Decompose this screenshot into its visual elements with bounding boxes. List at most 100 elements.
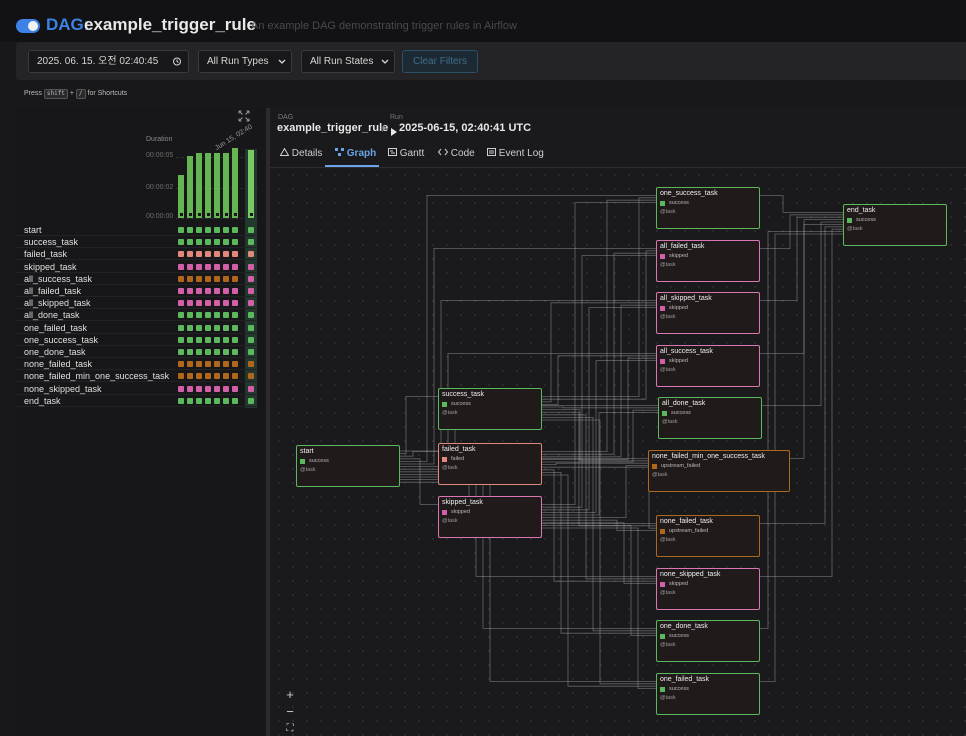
task-instance-cell[interactable] <box>196 263 202 270</box>
task-instance-cell[interactable] <box>187 263 193 270</box>
task-instance-cell[interactable] <box>187 349 193 355</box>
task-instance-cell[interactable] <box>178 239 184 246</box>
tab-event-log[interactable]: Event Log <box>487 148 544 159</box>
task-instance-cell[interactable] <box>196 397 202 404</box>
task-instance-cell[interactable] <box>214 239 220 246</box>
task-instance-cell[interactable] <box>223 263 229 270</box>
task-instance-cell[interactable] <box>232 336 238 343</box>
task-instance-cell[interactable] <box>196 288 202 294</box>
task-instance-cell[interactable] <box>214 324 220 331</box>
task-instance-cell[interactable] <box>187 373 193 380</box>
task-instance-cell[interactable] <box>232 397 238 404</box>
task-instance-cell[interactable] <box>248 397 254 404</box>
task-instance-cell[interactable] <box>196 312 202 319</box>
run-duration-bar[interactable] <box>232 148 238 218</box>
task-instance-cell[interactable] <box>223 251 229 258</box>
task-row[interactable]: all_success_task <box>16 273 258 285</box>
run-duration-bar[interactable] <box>223 153 229 218</box>
task-instance-cell[interactable] <box>214 336 220 343</box>
task-instance-cell[interactable] <box>205 300 211 307</box>
task-instance-cell[interactable] <box>196 349 202 355</box>
task-instance-cell[interactable] <box>223 227 229 233</box>
task-instance-cell[interactable] <box>205 397 211 404</box>
task-row[interactable]: skipped_task <box>16 261 258 273</box>
task-instance-cell[interactable] <box>187 324 193 331</box>
task-instance-cell[interactable] <box>232 251 238 258</box>
task-instance-cell[interactable] <box>187 361 193 368</box>
task-instance-cell[interactable] <box>187 239 193 246</box>
task-instance-cell[interactable] <box>214 312 220 319</box>
run-duration-bar[interactable] <box>196 153 202 218</box>
task-instance-cell[interactable] <box>248 336 254 343</box>
breadcrumb-dag-link[interactable]: example_trigger_rule <box>277 122 389 134</box>
task-row[interactable]: none_failed_min_one_success_task <box>16 370 258 383</box>
task-instance-cell[interactable] <box>232 275 238 282</box>
collapse-expand-icon[interactable] <box>238 110 250 122</box>
task-instance-cell[interactable] <box>232 361 238 368</box>
task-instance-cell[interactable] <box>223 275 229 282</box>
task-instance-cell[interactable] <box>205 324 211 331</box>
task-instance-cell[interactable] <box>196 227 202 233</box>
task-instance-cell[interactable] <box>205 288 211 294</box>
task-instance-cell[interactable] <box>248 288 254 294</box>
task-instance-cell[interactable] <box>178 324 184 331</box>
task-instance-cell[interactable] <box>248 300 254 307</box>
task-row[interactable]: one_failed_task <box>16 322 258 334</box>
task-row[interactable]: none_failed_task <box>16 358 258 371</box>
task-instance-cell[interactable] <box>205 251 211 258</box>
task-instance-cell[interactable] <box>232 324 238 331</box>
task-instance-cell[interactable] <box>232 227 238 233</box>
task-instance-cell[interactable] <box>248 324 254 331</box>
fit-view-button[interactable]: ⛶ <box>286 723 294 734</box>
task-instance-cell[interactable] <box>205 361 211 368</box>
task-instance-cell[interactable] <box>232 373 238 380</box>
task-instance-cell[interactable] <box>248 349 254 355</box>
task-row[interactable]: all_failed_task <box>16 285 258 297</box>
task-instance-cell[interactable] <box>196 300 202 307</box>
task-instance-cell[interactable] <box>248 239 254 246</box>
run-duration-bar[interactable] <box>187 155 193 218</box>
task-instance-cell[interactable] <box>223 373 229 380</box>
run-duration-bar[interactable] <box>248 149 254 218</box>
task-instance-cell[interactable] <box>187 312 193 319</box>
task-instance-cell[interactable] <box>232 349 238 355</box>
task-instance-cell[interactable] <box>248 275 254 282</box>
task-instance-cell[interactable] <box>214 373 220 380</box>
task-row[interactable]: start <box>16 224 258 236</box>
task-instance-cell[interactable] <box>232 263 238 270</box>
task-instance-cell[interactable] <box>248 251 254 258</box>
task-row[interactable]: none_skipped_task <box>16 383 258 395</box>
task-instance-cell[interactable] <box>178 361 184 368</box>
task-instance-cell[interactable] <box>205 385 211 392</box>
task-instance-cell[interactable] <box>205 349 211 355</box>
task-instance-cell[interactable] <box>187 227 193 233</box>
task-instance-cell[interactable] <box>178 397 184 404</box>
tab-details[interactable]: Details <box>279 147 322 159</box>
task-instance-cell[interactable] <box>214 227 220 233</box>
task-instance-cell[interactable] <box>196 275 202 282</box>
task-instance-cell[interactable] <box>187 336 193 343</box>
task-instance-cell[interactable] <box>187 251 193 258</box>
task-instance-cell[interactable] <box>178 263 184 270</box>
tab-gantt[interactable]: Gantt <box>388 148 424 159</box>
task-instance-cell[interactable] <box>214 385 220 392</box>
task-instance-cell[interactable] <box>223 300 229 307</box>
task-instance-cell[interactable] <box>248 227 254 233</box>
zoom-out-button[interactable]: − <box>286 704 294 719</box>
task-row[interactable]: all_done_task <box>16 309 258 322</box>
task-instance-cell[interactable] <box>187 288 193 294</box>
task-instance-cell[interactable] <box>223 397 229 404</box>
task-instance-cell[interactable] <box>178 300 184 307</box>
task-row[interactable]: one_done_task <box>16 346 258 358</box>
task-row[interactable]: end_task <box>16 395 258 407</box>
task-instance-cell[interactable] <box>223 361 229 368</box>
